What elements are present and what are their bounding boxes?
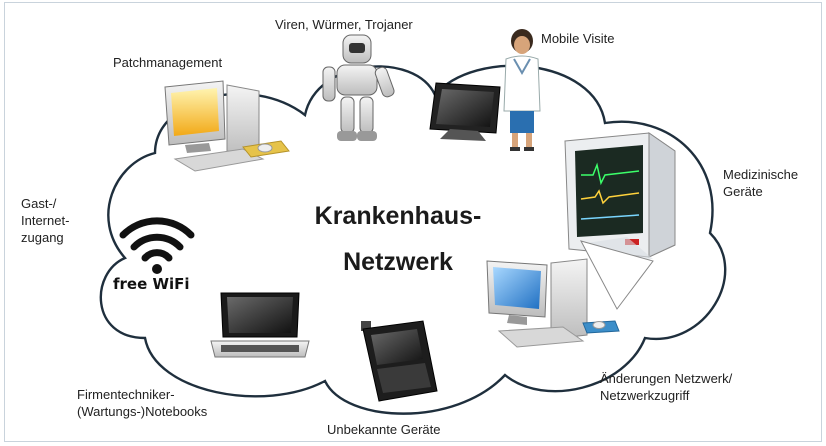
label-patchmanagement: Patchmanagement — [113, 55, 223, 70]
wifi-icon — [119, 217, 195, 274]
smartphone-icon — [361, 320, 438, 402]
desktop-computer-icon — [486, 258, 620, 348]
laptop-icon — [210, 292, 310, 358]
tablet-icon — [429, 82, 501, 141]
diagram-frame: Patchmanagement Viren, Würmer, Trojaner … — [4, 2, 822, 442]
desktop-computer-icon — [164, 80, 290, 172]
label-viruses: Viren, Würmer, Trojaner — [275, 17, 413, 32]
diagram-title: Krankenhaus- Netzwerk — [314, 202, 482, 276]
wifi-badge: free WiFi — [113, 275, 190, 293]
label-medical-devices: Medizinische Geräte — [723, 167, 799, 199]
paper-sheet — [580, 240, 654, 310]
label-mobile-visit: Mobile Visite — [541, 31, 615, 46]
network-diagram — [99, 29, 727, 415]
medical-monitor-icon — [564, 132, 676, 263]
label-unknown-devices: Unbekannte Geräte — [327, 422, 441, 437]
label-network-changes: Änderungen Netzwerk/ Netzwerkzugriff — [600, 371, 733, 403]
label-technician-notebooks: Firmentechniker- (Wartungs-)Notebooks — [77, 387, 208, 419]
doctor-icon — [503, 29, 541, 151]
label-guest-access: Gast-/ Internet- zugang — [21, 196, 70, 245]
robot-icon — [322, 34, 395, 141]
